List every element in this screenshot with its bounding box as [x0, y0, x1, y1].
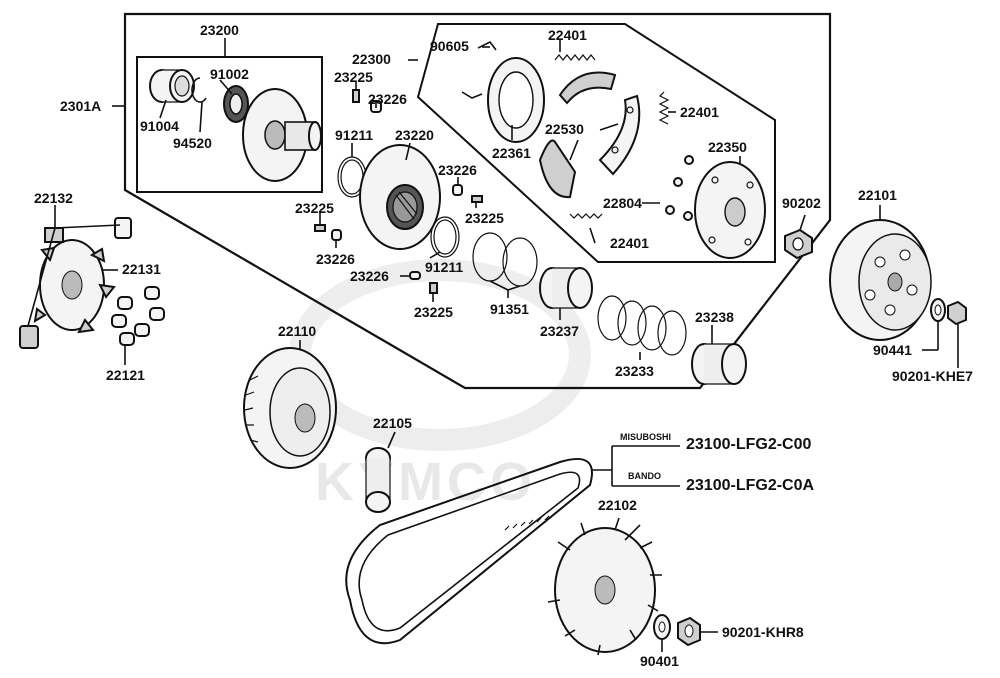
- label-22401-a: 22401: [548, 27, 587, 43]
- label-23226-c: 23226: [316, 251, 355, 267]
- driven-face: [242, 88, 322, 182]
- label-22401-c: 22401: [610, 235, 649, 251]
- label-23238: 23238: [695, 309, 734, 325]
- label-90605: 90605: [430, 38, 469, 54]
- label-23225-a: 23225: [334, 69, 373, 85]
- label-22350: 22350: [708, 139, 747, 155]
- label-90201-khr8: 90201-KHR8: [722, 624, 804, 640]
- damper-plate-22361: [487, 57, 545, 143]
- label-22105: 22105: [373, 415, 412, 431]
- label-23200: 23200: [200, 22, 239, 38]
- label-91004: 91004: [140, 118, 179, 134]
- label-23100-lfg2-c00: 23100-LFG2-C00: [686, 436, 811, 453]
- label-91002: 91002: [210, 66, 249, 82]
- drive-belt: [345, 457, 593, 645]
- pin-23225-a: [352, 89, 360, 103]
- weight-rollers-22121: [111, 286, 165, 346]
- washer-90401: [653, 614, 671, 640]
- label-bando: BANDO: [628, 471, 661, 481]
- label-23225-d: 23225: [414, 304, 453, 320]
- ramp-plate-22131: [33, 239, 116, 334]
- driven-face-subassembly-box: [136, 56, 323, 193]
- pins-22804: [665, 155, 694, 221]
- label-22131: 22131: [122, 261, 161, 277]
- roller-23226-b: [452, 184, 463, 196]
- label-23226-d: 23226: [350, 268, 389, 284]
- roller-23226-c: [331, 229, 342, 241]
- label-91211-a: 91211: [335, 127, 373, 143]
- part-number-labels: 23200 91002 91004 94520 2301A 22300 2322…: [34, 22, 973, 669]
- drive-face-boss-22105: [365, 447, 391, 513]
- label-90201-khe7: 90201-KHE7: [892, 368, 973, 384]
- label-23220: 23220: [395, 127, 434, 143]
- drive-plate-22350: [694, 161, 766, 259]
- nut-90201-khr8: [677, 616, 701, 647]
- label-22530: 22530: [545, 121, 584, 137]
- clutch-shoe-22530: [598, 94, 641, 176]
- label-22121: 22121: [106, 367, 145, 383]
- pin-23225-c: [314, 224, 326, 232]
- needle-bearing-91004: [149, 69, 195, 103]
- label-91351: 91351: [490, 301, 529, 317]
- driven-pulley-assembly-outline: [123, 12, 832, 390]
- collar-23238: [691, 343, 747, 385]
- drive-face-22102: [547, 517, 662, 656]
- label-23237: 23237: [540, 323, 579, 339]
- label-22101: 22101: [858, 187, 897, 203]
- label-22361: 22361: [492, 145, 531, 161]
- label-94520: 94520: [173, 135, 212, 151]
- guide-roller-collar-23237: [539, 267, 593, 309]
- spring-22401-bottom: [569, 213, 603, 219]
- circlip-94520: [191, 77, 207, 103]
- label-22401-b: 22401: [680, 104, 719, 120]
- slider-22132: [19, 217, 132, 349]
- label-23226-b: 23226: [438, 162, 477, 178]
- clip-90605: [461, 40, 497, 99]
- spring-22401-right: [658, 91, 670, 125]
- nut-90201-khe7: [947, 300, 967, 326]
- label-22300: 22300: [352, 51, 391, 67]
- clutch-shoe-left: [538, 139, 577, 199]
- roller-23226-d: [409, 271, 421, 280]
- label-90441: 90441: [873, 342, 912, 358]
- nut-90202: [784, 228, 813, 260]
- washer-90441: [930, 298, 946, 322]
- label-23233: 23233: [615, 363, 654, 379]
- watermark-text: KYMCO: [315, 452, 536, 512]
- oil-seal-91002: [223, 85, 249, 123]
- pin-23225-b: [471, 195, 483, 203]
- label-22804: 22804: [603, 195, 642, 211]
- label-23225-c: 23225: [295, 200, 334, 216]
- label-23226-a: 23226: [368, 91, 407, 107]
- label-23225-b: 23225: [465, 210, 504, 226]
- label-91211-b: 91211: [425, 259, 463, 275]
- label-90401: 90401: [640, 653, 679, 669]
- label-22102: 22102: [598, 497, 637, 513]
- label-23100-lfg2-c0a: 23100-LFG2-C0A: [686, 477, 814, 494]
- clutch-subassembly-outline: [416, 23, 776, 263]
- label-2301A: 2301A: [60, 98, 101, 114]
- clutch-shoe-top: [558, 71, 617, 105]
- movable-drive-face-22110: [243, 347, 337, 469]
- oring-91211-b: [430, 216, 460, 258]
- label-90202: 90202: [782, 195, 821, 211]
- clutch-outer-22101: [829, 219, 932, 341]
- label-22110: 22110: [278, 323, 316, 339]
- pin-23225-d: [429, 282, 438, 294]
- sliding-driven-face-23220: [359, 144, 441, 250]
- label-22132: 22132: [34, 190, 73, 206]
- spring-22401-top: [554, 54, 596, 61]
- spring-23233: [597, 295, 687, 356]
- label-misuboshi: MISUBOSHI: [620, 432, 671, 442]
- leader-lines: [27, 38, 959, 652]
